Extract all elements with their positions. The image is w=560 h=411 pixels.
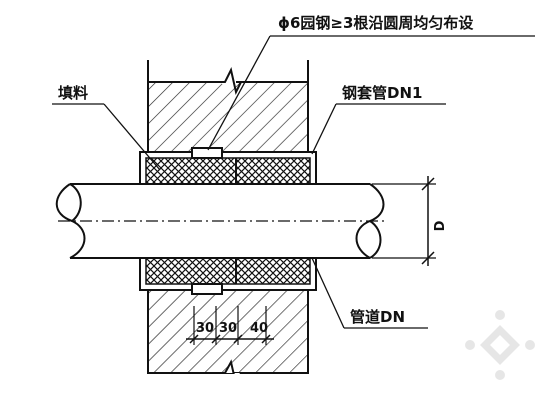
filler-label: 填料 <box>58 84 88 102</box>
rebar-note-label: ϕ6园钢≥3根沿圆周均匀布设 <box>278 14 473 32</box>
filler-callout: 填料 <box>52 84 161 171</box>
dim-segment-2: 30 <box>219 321 237 336</box>
steel-sleeve-lower <box>139 257 317 295</box>
dim-segment-3: 40 <box>250 321 268 336</box>
dim-segment-1: 30 <box>196 321 214 336</box>
watermark-ornament <box>465 310 535 380</box>
sleeve-length-dimensions: 30 30 40 <box>186 306 274 345</box>
rebar-callout: ϕ6园钢≥3根沿圆周均匀布设 <box>207 14 535 151</box>
diameter-dimension: D <box>372 176 448 266</box>
lower-wall <box>147 287 309 388</box>
upper-wall <box>147 60 309 153</box>
pipe <box>55 183 385 259</box>
steel-sleeve-callout: 钢套管DN1 <box>311 84 446 155</box>
steel-sleeve-label: 钢套管DN1 <box>342 84 422 102</box>
pipe-label: 管道DN <box>350 308 405 326</box>
diameter-label: D <box>433 220 448 231</box>
pipe-callout: 管道DN <box>311 257 428 329</box>
steel-sleeve-upper <box>139 147 317 185</box>
